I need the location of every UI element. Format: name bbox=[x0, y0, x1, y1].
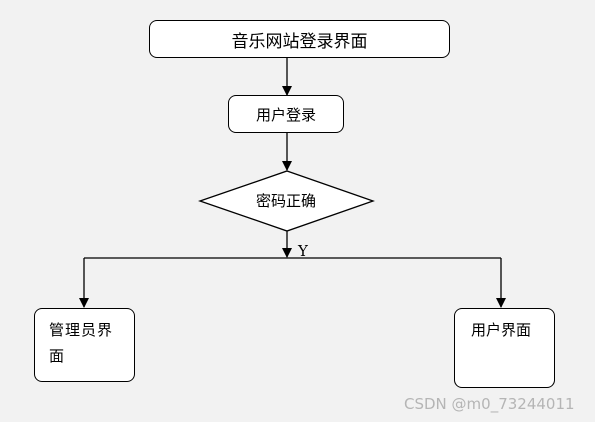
start-box-label: 音乐网站登录界面 bbox=[231, 31, 368, 52]
admin-page-label: 管理员界面 bbox=[49, 321, 114, 365]
decision-label: 密码正确 bbox=[255, 192, 316, 210]
csdn-watermark: CSDN @m0_73244011 bbox=[404, 395, 575, 413]
start-box: 音乐网站登录界面 bbox=[149, 20, 450, 58]
admin-page-box: 管理员界面 bbox=[34, 308, 135, 382]
login-box-label: 用户登录 bbox=[255, 105, 316, 124]
user-page-box: 用户界面 bbox=[454, 308, 555, 388]
login-box: 用户登录 bbox=[228, 95, 344, 133]
user-page-label: 用户界面 bbox=[471, 321, 532, 339]
branch-yes-label: Y bbox=[298, 242, 308, 260]
